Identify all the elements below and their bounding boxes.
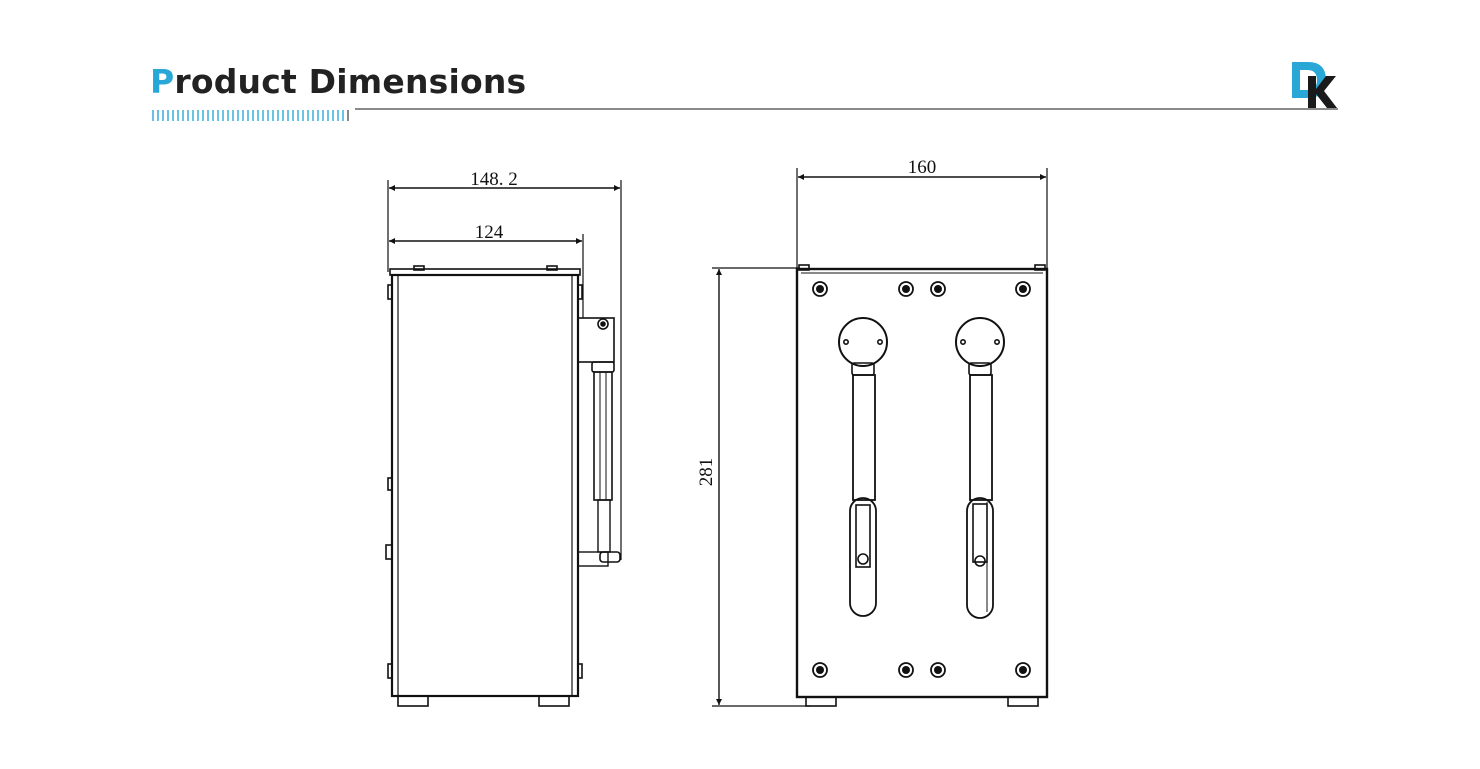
screw-head [1019, 666, 1027, 674]
front-view [712, 168, 1049, 707]
page-title-rest: roduct Dimensions [174, 62, 527, 101]
screw-head [902, 666, 910, 674]
screw-icon [812, 281, 828, 297]
front-screws [812, 281, 1031, 678]
side-view [385, 180, 622, 707]
screw-icon [1015, 662, 1031, 678]
logo-k-shape [1308, 76, 1337, 108]
screw-icon [898, 281, 914, 297]
page-title: Product Dimensions [150, 62, 526, 101]
screw-head [816, 666, 824, 674]
screw-icon [812, 662, 828, 678]
screw-icon [1015, 281, 1031, 297]
screw-icon [930, 662, 946, 678]
dk-logo [1292, 62, 1337, 108]
screw-icon [898, 662, 914, 678]
side-body [390, 273, 580, 698]
screw-head [934, 666, 942, 674]
header-tick-decoration [152, 110, 349, 121]
screw-head [1019, 285, 1027, 293]
screw-icon [930, 281, 946, 297]
screw-head [902, 285, 910, 293]
header-divider [355, 108, 1338, 110]
front-panel [795, 267, 1049, 699]
side-body-width-label: 124 [475, 222, 504, 243]
screw-head [816, 285, 824, 293]
page-title-first-letter: P [150, 62, 175, 101]
side-overall-width-label: 148. 2 [470, 169, 518, 190]
left-valve [838, 317, 888, 617]
front-height-label: 281 [696, 458, 717, 487]
side-handle-shaft [593, 371, 613, 501]
front-width-label: 160 [908, 157, 937, 178]
screw-head [934, 285, 942, 293]
right-valve [955, 317, 1005, 619]
